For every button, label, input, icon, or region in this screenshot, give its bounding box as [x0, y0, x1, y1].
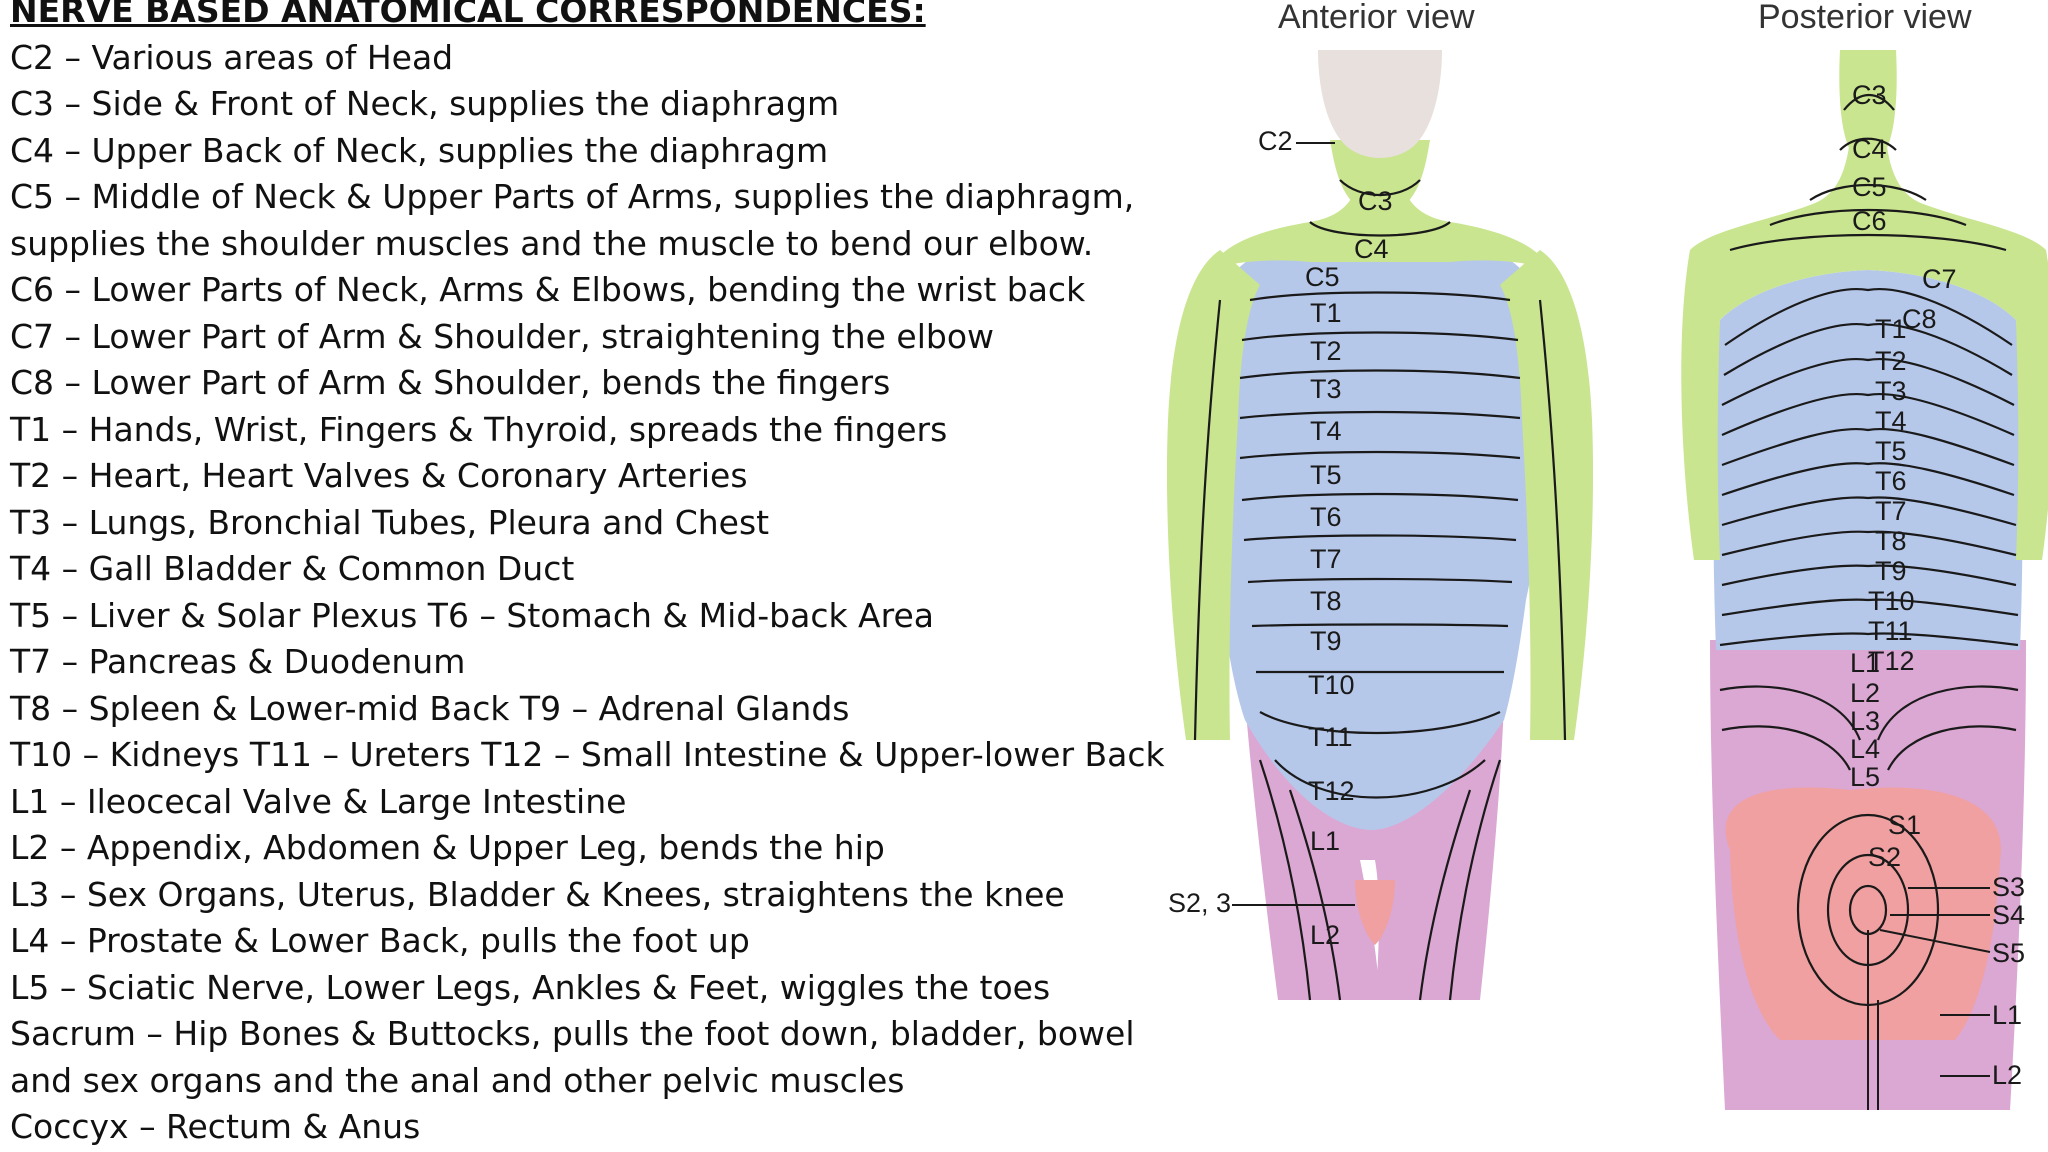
anterior-label-t4: T4 [1310, 416, 1342, 446]
posterior-label-t4: T4 [1875, 406, 1907, 436]
text-line: T8 – Spleen & Lower-mid Back T9 – Adrena… [10, 688, 850, 728]
anterior-label-t7: T7 [1310, 544, 1342, 574]
anterior-label-t9: T9 [1310, 626, 1342, 656]
text-line: C8 – Lower Part of Arm & Shoulder, bends… [10, 363, 891, 402]
anterior-label-t6: T6 [1310, 502, 1342, 532]
text-line: T10 – Kidneys T11 – Ureters T12 – Small … [10, 735, 1165, 774]
posterior-label-c5: C5 [1852, 172, 1887, 202]
anterior-label-l2: L2 [1310, 920, 1340, 950]
posterior-label-l1-lower: L1 [1992, 1000, 2022, 1030]
text-line: L4 – Prostate & Lower Back, pulls the fo… [10, 921, 750, 960]
posterior-label-t8: T8 [1875, 526, 1907, 556]
anterior-label-t1: T1 [1310, 298, 1342, 328]
text-line: C7 – Lower Part of Arm & Shoulder, strai… [10, 316, 995, 356]
text-line: C4 – Upper Back of Neck, supplies the di… [10, 130, 829, 170]
anterior-label-t12: T12 [1308, 776, 1355, 806]
posterior-label-t1: T1 [1875, 314, 1907, 344]
anterior-head [1318, 50, 1442, 158]
posterior-label-c6: C6 [1852, 206, 1887, 236]
text-line: T7 – Pancreas & Duodenum [10, 642, 466, 681]
anterior-label-l1: L1 [1310, 826, 1340, 856]
posterior-label-t7: T7 [1875, 496, 1907, 526]
text-line: T3 – Lungs, Bronchial Tubes, Pleura and … [10, 502, 770, 542]
anterior-label-s2-3: S2, 3 [1168, 888, 1231, 918]
posterior-view: Posterior view [1681, 0, 2048, 1110]
posterior-label-c8: C8 [1902, 304, 1937, 334]
text-line: supplies the shoulder muscles and the mu… [10, 223, 1094, 263]
text-line: C5 – Middle of Neck & Upper Parts of Arm… [10, 177, 1135, 216]
posterior-sacral-region [1725, 787, 2001, 1040]
posterior-label-t12: T12 [1868, 646, 1915, 676]
posterior-label-s1: S1 [1888, 810, 1921, 840]
anterior-view: Anterior view [1166, 0, 1594, 1001]
posterior-label-t2: T2 [1875, 346, 1907, 376]
text-line: and sex organs and the anal and other pe… [10, 1060, 905, 1100]
posterior-label-t3: T3 [1875, 376, 1907, 406]
anterior-label-t2: T2 [1310, 336, 1342, 366]
text-line: Coccyx – Rectum & Anus [10, 1107, 421, 1146]
posterior-label-c3: C3 [1852, 80, 1887, 110]
posterior-label-t11: T11 [1868, 616, 1913, 646]
posterior-thoracic-region [1713, 270, 2023, 650]
text-line: T5 – Liver & Solar Plexus T6 – Stomach &… [10, 595, 934, 635]
text-line: C2 – Various areas of Head [10, 37, 454, 77]
posterior-label-l4: L4 [1850, 734, 1880, 764]
posterior-label-s3: S3 [1992, 872, 2025, 902]
anterior-label-c2: C2 [1258, 126, 1293, 156]
text-line: T4 – Gall Bladder & Common Duct [10, 549, 575, 588]
anterior-label-c4: C4 [1354, 234, 1389, 264]
posterior-label-t10: T10 [1868, 586, 1915, 616]
text-line: L1 – Ileocecal Valve & Large Intestine [10, 781, 627, 821]
anterior-label-t5: T5 [1310, 460, 1342, 490]
posterior-label-t9: T9 [1875, 556, 1907, 586]
anterior-label-t8: T8 [1310, 586, 1342, 616]
anterior-label-t10: T10 [1308, 670, 1355, 700]
text-line: C6 – Lower Parts of Neck, Arms & Elbows,… [10, 270, 1086, 309]
anterior-right-arm [1500, 250, 1594, 740]
posterior-label-t6: T6 [1875, 466, 1907, 496]
anterior-label-t11: T11 [1308, 722, 1353, 752]
posterior-label-s4: S4 [1992, 900, 2025, 930]
posterior-label-l5: L5 [1850, 762, 1880, 792]
posterior-label-l2: L2 [1850, 678, 1880, 708]
text-panel: NERVE BASED ANATOMICAL CORRESPONDENCES: … [10, 0, 1165, 1151]
text-line: Sacrum – Hip Bones & Buttocks, pulls the… [10, 1014, 1135, 1053]
posterior-label-l3: L3 [1850, 706, 1880, 736]
posterior-label-l1: L1 [1850, 648, 1880, 678]
anterior-neck [1330, 140, 1430, 205]
anterior-left-arm [1166, 250, 1260, 740]
anterior-label-c3: C3 [1358, 186, 1393, 216]
text-line: C3 – Side & Front of Neck, supplies the … [10, 84, 840, 123]
posterior-view-heading: Posterior view [1758, 0, 1972, 36]
posterior-label-s2: S2 [1868, 842, 1901, 872]
posterior-neck [1839, 50, 1897, 150]
page-title: NERVE BASED ANATOMICAL CORRESPONDENCES: [10, 0, 926, 30]
anterior-label-t3: T3 [1310, 374, 1342, 404]
posterior-label-c4: C4 [1852, 134, 1887, 164]
posterior-label-s5: S5 [1992, 938, 2025, 968]
posterior-label-t5: T5 [1875, 436, 1907, 466]
posterior-cervical-region [1681, 140, 2048, 560]
text-line: L2 – Appendix, Abdomen & Upper Leg, bend… [10, 828, 885, 867]
anterior-sacral-region [1355, 880, 1395, 945]
text-line: L5 – Sciatic Nerve, Lower Legs, Ankles &… [10, 967, 1051, 1007]
posterior-label-c7: C7 [1922, 264, 1957, 294]
text-line: L3 – Sex Organs, Uterus, Bladder & Knees… [10, 874, 1065, 914]
anterior-view-heading: Anterior view [1278, 0, 1475, 36]
anterior-cervical-region [1210, 190, 1550, 270]
dermatome-diagram: Anterior view [1166, 0, 2048, 1110]
text-line: T1 – Hands, Wrist, Fingers & Thyroid, sp… [10, 409, 948, 449]
anterior-label-c5: C5 [1305, 262, 1340, 292]
posterior-label-l2-lower: L2 [1992, 1060, 2022, 1090]
text-line: T2 – Heart, Heart Valves & Coronary Arte… [10, 456, 748, 495]
